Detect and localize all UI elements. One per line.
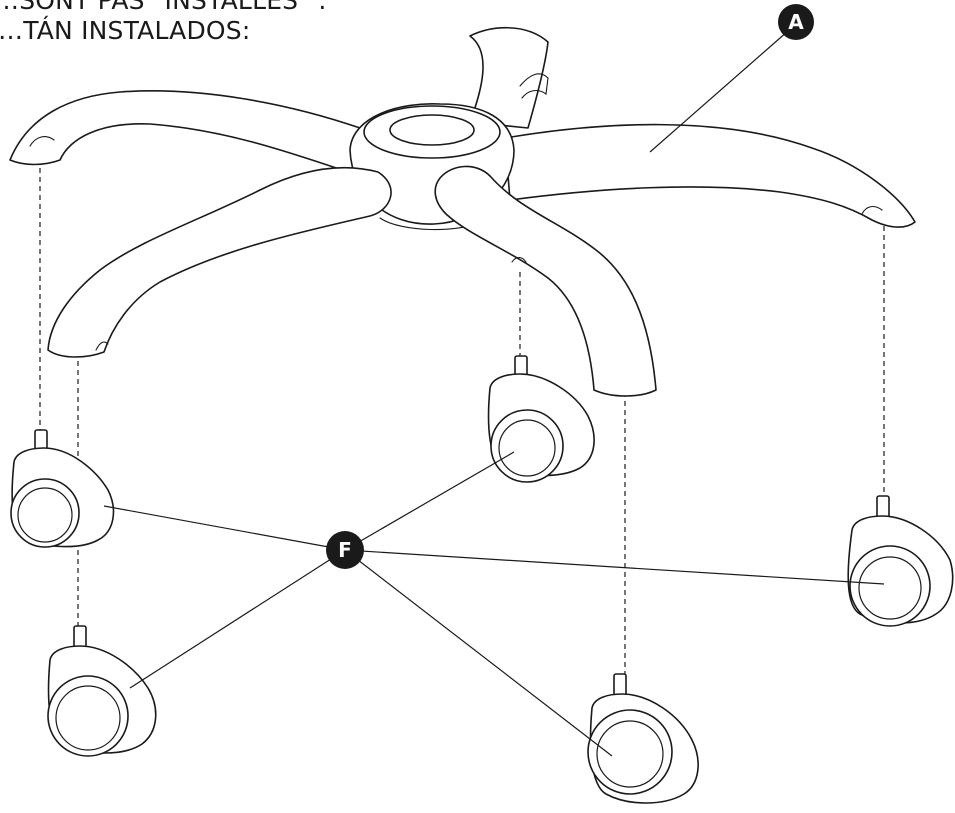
leader-line-a xyxy=(649,23,797,153)
leader-line-f-caster-4 xyxy=(344,549,613,757)
instruction-text-spanish: …TÁN INSTALADOS: xyxy=(0,16,251,45)
base-leg-front-left xyxy=(47,166,392,358)
callout-f: F xyxy=(326,531,364,569)
leader-line-f-caster-5 xyxy=(344,549,885,585)
instruction-text-french: …SONT PAS "INSTALLÉS" : xyxy=(0,0,327,15)
caster-wheel-1 xyxy=(10,429,115,548)
callout-f-label: F xyxy=(338,538,352,562)
leader-line-f-caster-3 xyxy=(344,451,515,551)
base-leg-back xyxy=(469,26,549,129)
caster-wheels xyxy=(10,355,954,804)
leader-lines xyxy=(103,23,885,757)
base-leg-front-right xyxy=(434,165,657,397)
base-leg-right xyxy=(504,123,916,228)
callout-a: A xyxy=(778,4,814,40)
leader-line-f-caster-2 xyxy=(129,549,346,689)
base-leg-left xyxy=(9,90,361,177)
hub-socket xyxy=(389,114,475,146)
callout-a-label: A xyxy=(788,10,804,34)
caster-wheel-4 xyxy=(587,673,699,804)
chair-base xyxy=(9,26,916,397)
leader-line-f-caster-1 xyxy=(103,505,346,551)
caster-wheel-3 xyxy=(487,355,595,483)
caster-wheel-5 xyxy=(847,495,954,627)
caster-wheel-2 xyxy=(47,625,157,757)
